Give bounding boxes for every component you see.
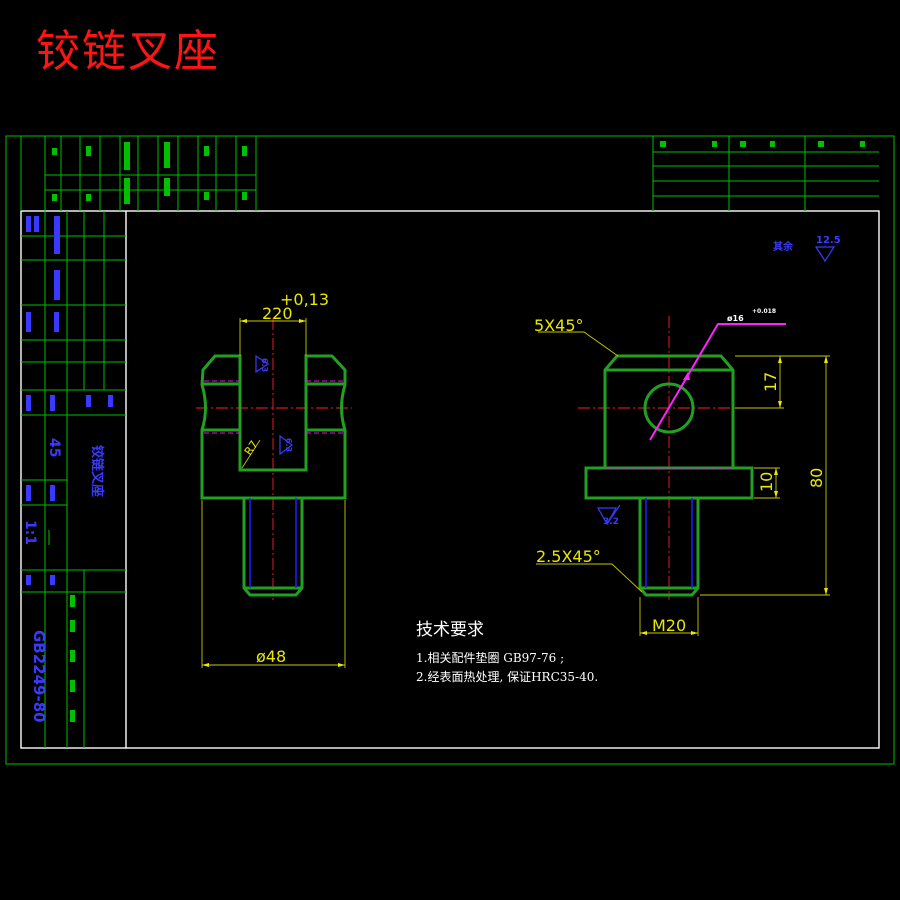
dim-10: 10 (754, 467, 780, 499)
material-value: 45 (46, 438, 62, 457)
dim-chamfer-5x45: 5X45° (534, 316, 619, 357)
drawing-border (20, 210, 880, 749)
dim-80: 80 (700, 355, 830, 596)
dim-dia48-text: ø48 (256, 647, 286, 666)
hole-tol-text: +0.018 (752, 308, 776, 315)
dim-80-text: 80 (807, 468, 826, 488)
roughness-3-2: 3.2 (603, 517, 619, 527)
dim-220: 220 +0,13 (239, 290, 329, 356)
tech-requirements: 技术要求 1.相关配件垫圈 GB97-76 ; 2.经表面热处理, 保证HRC3… (416, 620, 598, 684)
top-left-strip (20, 136, 257, 211)
dim-220-text: 220 (262, 304, 293, 323)
side-pin-hole (643, 382, 695, 434)
dim-17-text: 17 (761, 372, 780, 392)
side-flange (584, 466, 754, 500)
dim-m20: M20 (639, 597, 699, 636)
front-body-outline (200, 354, 347, 500)
side-view: 3.2 ø16 +0.018 (578, 308, 786, 600)
tech-req-heading: 技术要求 (416, 620, 484, 640)
page-title: 铰链叉座 (36, 26, 220, 77)
front-view: 6.3 6.3 R7 (196, 318, 352, 600)
outer-frame (5, 135, 895, 765)
dim-chamfer-5x45-text: 5X45° (534, 316, 584, 335)
general-roughness-label: 其余 (773, 240, 794, 253)
standard-code-value: GB2249-80 (30, 630, 48, 723)
side-shank (638, 498, 700, 597)
title-block: 45 1:1 铰链叉座 GB2249-80 (21, 211, 126, 748)
dim-chamfer-25x45: 2.5X45° (536, 547, 643, 593)
dim-dia48: ø48 (201, 500, 346, 668)
scale-value: 1:1 (22, 520, 38, 545)
roughness-6-3b: 6.3 (284, 438, 293, 452)
revision-table (652, 136, 879, 211)
dim-10-text: 10 (757, 472, 776, 492)
hole-dia-text: ø16 (727, 314, 744, 323)
dim-17: 17 (735, 355, 784, 409)
dim-m20-text: M20 (652, 616, 686, 635)
general-roughness: 其余 12.5 (773, 235, 841, 263)
radius-r7: R7 (242, 438, 261, 457)
tech-req-item-2: 2.经表面热处理, 保证HRC35-40. (416, 670, 598, 684)
general-roughness-value: 12.5 (816, 235, 841, 246)
part-name-value: 铰链叉座 (89, 445, 105, 497)
dim-chamfer-25x45-text: 2.5X45° (536, 547, 601, 566)
tech-req-item-1: 1.相关配件垫圈 GB97-76 ; (416, 650, 564, 665)
front-shank (242, 498, 304, 597)
dim-tolerance-text: +0,13 (280, 290, 329, 309)
roughness-6-3a: 6.3 (260, 358, 269, 372)
